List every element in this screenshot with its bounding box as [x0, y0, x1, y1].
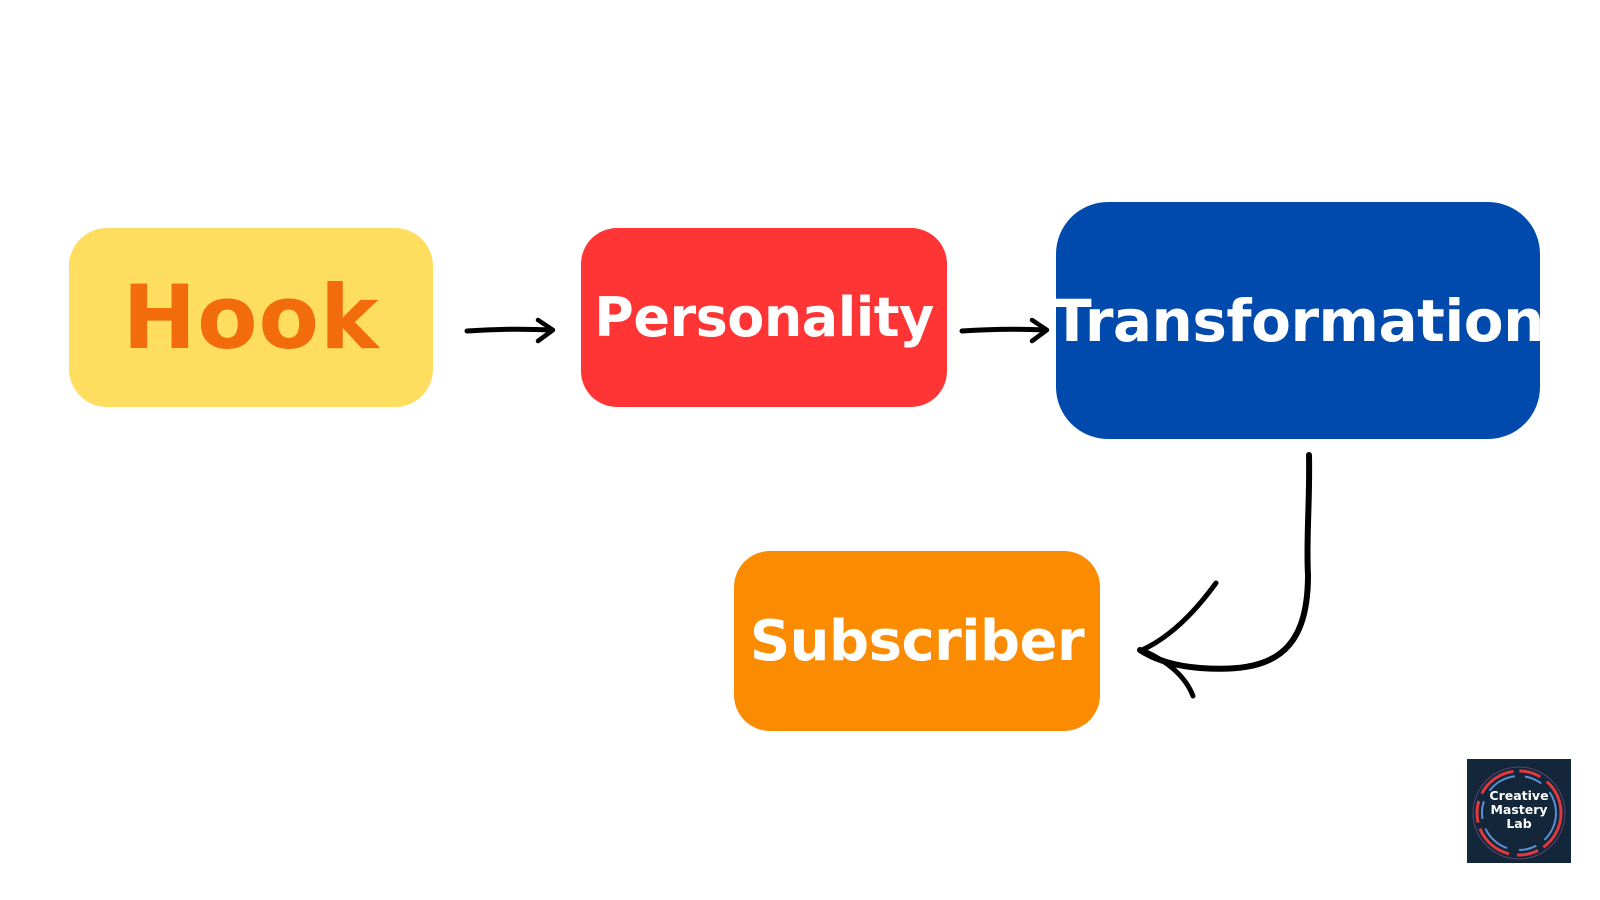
arrow-transformation-to-subscriber	[1137, 452, 1313, 699]
logo-ring-icon	[1472, 766, 1566, 860]
arrow-personality-to-transformation-shaft	[959, 326, 1049, 334]
node-subscriber: Subscriber	[734, 551, 1100, 731]
node-personality: Personality	[581, 228, 947, 407]
logo-line-3: Lab	[1506, 816, 1532, 831]
node-transformation-label: Transformation	[1052, 286, 1544, 355]
arrow-transformation-to-subscriber-shaft	[1137, 452, 1313, 672]
node-hook-label: Hook	[122, 266, 380, 369]
node-subscriber-label: Subscriber	[749, 608, 1085, 674]
arrow-personality-to-transformation-head	[1029, 317, 1050, 344]
creative-mastery-lab-logo: Creative Mastery Lab	[1467, 759, 1571, 863]
arrow-transformation-to-subscriber-head-upper	[1139, 580, 1219, 653]
node-hook: Hook	[69, 228, 433, 407]
logo-line-2: Mastery	[1490, 802, 1548, 817]
node-personality-label: Personality	[594, 286, 934, 349]
arrow-transformation-to-subscriber-head-lower	[1139, 647, 1196, 699]
logo-text: Creative Mastery Lab	[1467, 789, 1571, 831]
arrow-personality-to-transformation	[959, 317, 1050, 344]
node-transformation: Transformation	[1052, 202, 1544, 439]
arrow-hook-to-personality-shaft	[464, 326, 555, 334]
logo-line-1: Creative	[1489, 788, 1549, 803]
arrow-hook-to-personality-head	[535, 317, 556, 344]
arrow-hook-to-personality	[464, 317, 556, 344]
